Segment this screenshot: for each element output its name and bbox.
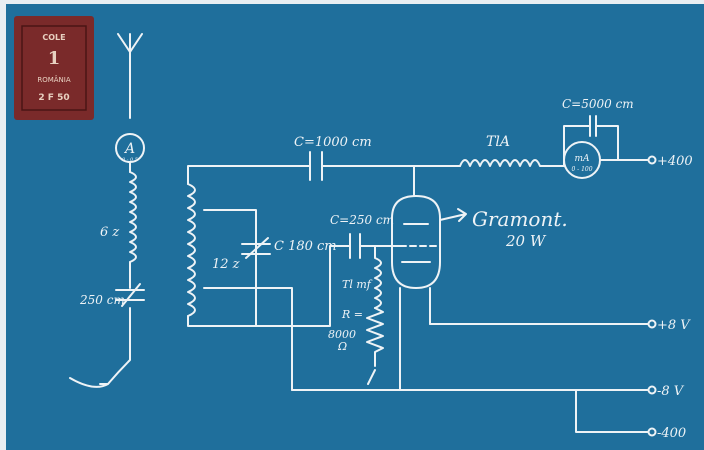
antenna-inductor (129, 171, 137, 263)
blueprint-paper (6, 4, 704, 450)
stamp-text-1: COLE (42, 33, 65, 42)
tank-coil (187, 183, 196, 317)
bypass-cap-label: C=5000 cm (562, 97, 634, 111)
grid-resistor-value: 8000 (328, 328, 356, 341)
antenna-symbol (117, 33, 143, 119)
ammeter-range: 0 - 0,5 (122, 157, 138, 163)
ammeter-letter: A (123, 141, 135, 157)
antenna-wire (69, 161, 131, 388)
terminal-dot-1 (647, 155, 657, 165)
tube-name: Gramont. (472, 207, 568, 231)
tank-cap-label: C 180 cm (274, 239, 337, 254)
grid-resistor-unit: Ω (337, 340, 347, 353)
terminal-wires (291, 323, 649, 433)
choke-label: TlA (486, 134, 510, 150)
antenna-capacitor-label: 250 cm (79, 293, 125, 307)
grid-choke (374, 245, 382, 309)
postage-stamp: COLE 1 ROMÂNIA 2 F 50 (14, 16, 94, 120)
tank-capacitor (241, 237, 271, 259)
grid-resistor-label: R = (341, 308, 363, 321)
tube-internals (399, 165, 437, 391)
coupling-cap-label: C=1000 cm (294, 135, 372, 150)
stamp-text-3: ROMÂNIA (37, 75, 71, 84)
grid-capacitor (349, 233, 361, 259)
plate-choke (459, 159, 565, 167)
antenna-capacitor (115, 283, 145, 307)
bypass-capacitor (589, 115, 597, 137)
grid-resistor (366, 307, 384, 385)
terminal-minus-400: -400 (657, 426, 686, 441)
terminal-dot-2 (647, 319, 657, 329)
tube-power: 20 W (505, 232, 547, 250)
terminal-plus-8v: +8 V (657, 318, 691, 333)
stamp-text-4: 2 F 50 (38, 93, 69, 103)
antenna-inductor-label: 6 z (100, 225, 119, 240)
tube-envelope (391, 195, 441, 289)
tube-arrow (439, 208, 467, 222)
tank-top-wire (187, 165, 461, 185)
plate-meter-range: 0 - 100 (571, 166, 592, 173)
stamp-text-2: 1 (48, 48, 61, 69)
bypass-branch (563, 125, 649, 167)
grid-wire (291, 245, 401, 327)
terminal-dot-4 (647, 427, 657, 437)
terminal-plus-400: +400 (657, 154, 693, 169)
terminal-dot-3 (647, 385, 657, 395)
tank-coil-label: 12 z (212, 257, 240, 272)
grid-choke-label: Tl mf (342, 278, 373, 291)
grid-cap-label: C=250 cm (330, 213, 394, 227)
tap-wires (203, 209, 293, 391)
terminal-minus-8v: -8 V (657, 384, 685, 399)
plate-meter-label: mA (574, 154, 590, 164)
coupling-capacitor (309, 151, 323, 181)
tank-bottom-wire (187, 315, 293, 327)
